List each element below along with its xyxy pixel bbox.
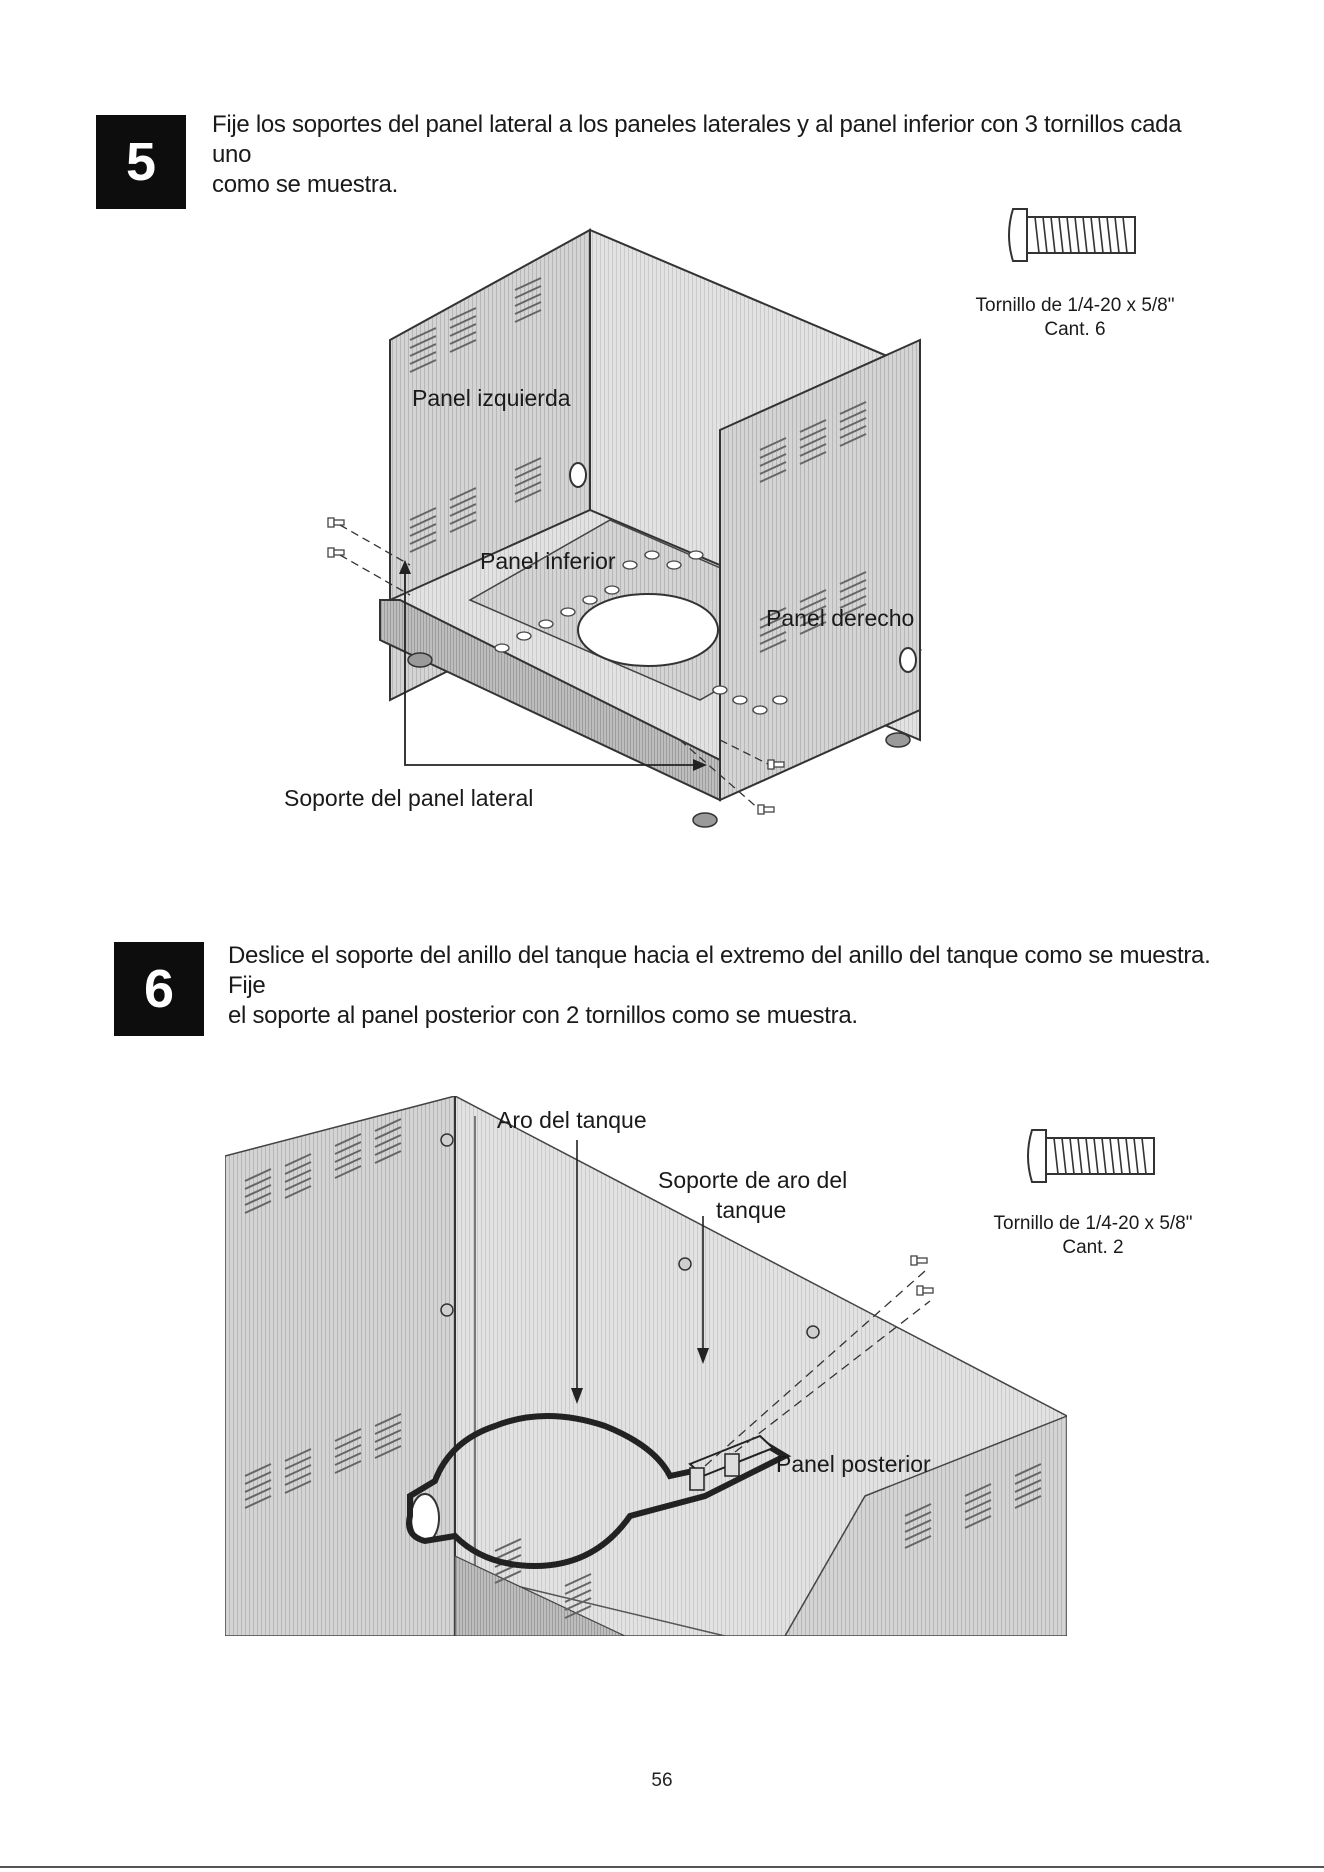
side-bracket-label: Soporte del panel lateral (284, 785, 534, 811)
instruction-line: Deslice el soporte del anillo del tanque… (228, 942, 1211, 999)
step-number: 6 (143, 959, 175, 1019)
step-6-badge: 6 (114, 942, 204, 1036)
screw-size: Tornillo de 1/4-20 x 5/8" (975, 295, 1175, 316)
left-panel-label: Panel izquierda (412, 385, 571, 411)
right-panel-label: Panel derecho (766, 605, 915, 631)
screw-label: Tornillo de 1/4-20 x 5/8" Cant. 2 (958, 1212, 1228, 1260)
screw-icon (1008, 208, 1136, 262)
screw-quantity: Cant. 2 (1062, 1237, 1124, 1258)
page-number: 56 (651, 1770, 673, 1791)
instruction-line: como se muestra. (212, 171, 398, 198)
page-bottom-border (0, 1866, 1324, 1868)
back-panel-label: Panel posterior (776, 1451, 931, 1477)
instruction-line: el soporte al panel posterior con 2 torn… (228, 1002, 858, 1029)
ring-bracket-label-line2: tanque (716, 1197, 787, 1223)
step-6-instructions: Deslice el soporte del anillo del tanque… (228, 941, 1228, 1031)
tank-ring-label: Aro del tanque (497, 1107, 647, 1133)
screw-icon (1027, 1129, 1155, 1183)
step-5-badge: 5 (96, 115, 186, 209)
screw-quantity: Cant. 6 (1044, 319, 1106, 340)
ring-bracket-label-line1: Soporte de aro del (658, 1167, 848, 1193)
screw-size: Tornillo de 1/4-20 x 5/8" (993, 1213, 1193, 1234)
tank-ring-assembly-illustration (225, 1096, 1067, 1636)
screw-label: Tornillo de 1/4-20 x 5/8" Cant. 6 (940, 294, 1210, 342)
step-number: 5 (125, 132, 157, 192)
cart-frame-assembly-illustration (327, 228, 923, 828)
step-5-instructions: Fije los soportes del panel lateral a lo… (212, 110, 1212, 200)
bottom-panel-label: Panel inferior (480, 548, 616, 574)
instruction-line: Fije los soportes del panel lateral a lo… (212, 111, 1182, 168)
